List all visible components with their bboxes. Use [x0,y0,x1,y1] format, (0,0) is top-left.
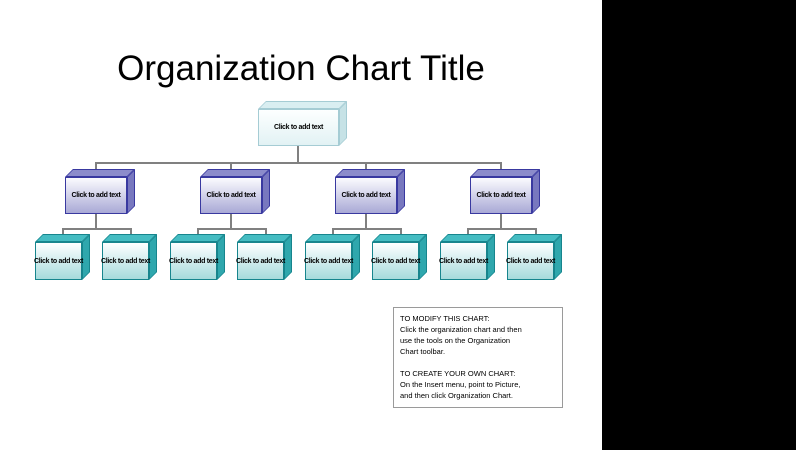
org-manager-box-3[interactable]: Click to add text [335,177,397,214]
org-sub-label: Click to add text [439,257,488,265]
connector-manager3-drop [365,162,367,172]
org-manager-box-2[interactable]: Click to add text [200,177,262,214]
connector-sub5-drop [332,228,334,237]
connector-sub8-drop [535,228,537,237]
org-sub-label: Click to add text [304,257,353,265]
org-sub-box-1[interactable]: Click to add text [34,242,83,280]
connector-m4-rail [467,228,537,230]
org-sub-label: Click to add text [169,257,218,265]
org-sub-label: Click to add text [101,257,150,265]
org-root-box[interactable]: Click to add text [258,109,339,146]
instructions-line: and then click Organization Chart. [400,391,513,400]
org-manager-label: Click to add text [206,192,256,199]
org-sub-box-2[interactable]: Click to add text [101,242,150,280]
connector-m2-rail [197,228,267,230]
org-manager-label: Click to add text [341,192,391,199]
org-manager-label: Click to add text [71,192,121,199]
org-sub-label: Click to add text [236,257,285,265]
connector-manager2-drop [230,162,232,172]
org-sub-box-8[interactable]: Click to add text [506,242,555,280]
org-root-label: Click to add text [274,124,323,131]
right-letterbox-panel [602,0,796,450]
org-sub-box-6[interactable]: Click to add text [371,242,420,280]
instructions-line: use the tools on the Organization [400,336,511,345]
org-manager-box-1[interactable]: Click to add text [65,177,127,214]
instructions-create-heading: TO CREATE YOUR OWN CHART: [400,369,516,378]
connector-sub2-drop [130,228,132,237]
org-sub-box-4[interactable]: Click to add text [236,242,285,280]
org-sub-box-5[interactable]: Click to add text [304,242,353,280]
connector-m1-stem [95,214,97,229]
org-sub-label: Click to add text [34,257,83,265]
connector-m1-rail [62,228,132,230]
connector-m4-stem [500,214,502,229]
page-title[interactable]: Organization Chart Title [117,49,485,88]
connector-m3-rail [332,228,402,230]
instructions-paragraph-gap [400,357,558,368]
instructions-panel: TO MODIFY THIS CHART: Click the organiza… [393,307,563,408]
org-manager-box-4[interactable]: Click to add text [470,177,532,214]
connector-sub1-drop [62,228,64,237]
connector-m2-stem [230,214,232,229]
connector-root-stem [297,146,299,163]
instructions-modify-heading: TO MODIFY THIS CHART: [400,314,490,323]
org-sub-label: Click to add text [506,257,555,265]
org-sub-label: Click to add text [371,257,420,265]
connector-sub7-drop [467,228,469,237]
org-sub-box-7[interactable]: Click to add text [439,242,488,280]
instructions-line: On the Insert menu, point to Picture, [400,380,521,389]
connector-manager1-drop [95,162,97,172]
instructions-line: Chart toolbar. [400,347,446,356]
connector-sub3-drop [197,228,199,237]
connector-manager4-drop [500,162,502,172]
org-manager-label: Click to add text [476,192,526,199]
org-sub-box-3[interactable]: Click to add text [169,242,218,280]
connector-level2-rail [95,162,502,164]
connector-sub6-drop [400,228,402,237]
instructions-line: Click the organization chart and then [400,325,522,334]
connector-m3-stem [365,214,367,229]
connector-sub4-drop [265,228,267,237]
